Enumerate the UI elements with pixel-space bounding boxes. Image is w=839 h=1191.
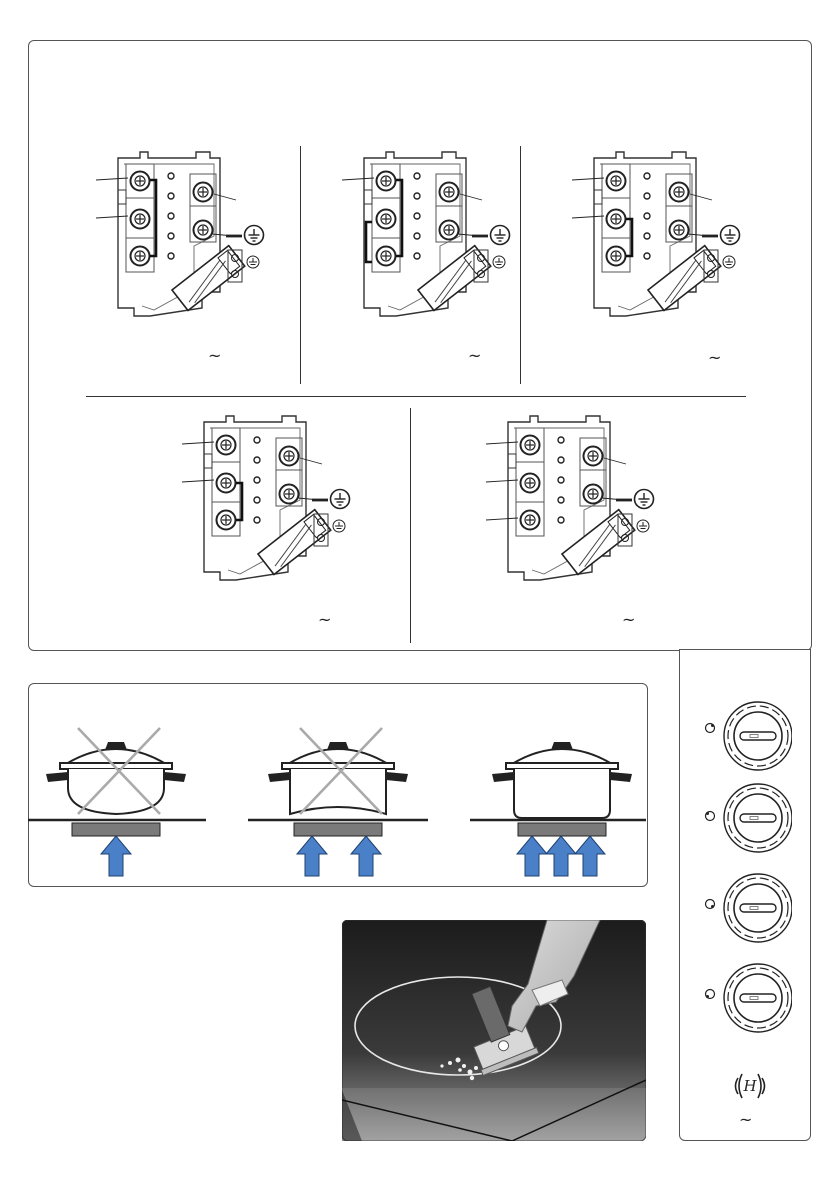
bridge-link	[396, 180, 402, 256]
wiring-panel	[28, 40, 812, 651]
knob-front-left[interactable]	[696, 778, 792, 858]
leader-line	[96, 216, 128, 218]
wiring-diagram-3	[572, 146, 762, 336]
supply-symbol-4: ~	[318, 612, 331, 628]
wiring-diagram-1	[96, 146, 286, 336]
divider-vertical-3	[410, 408, 411, 643]
scraper-on-hob-illustration	[342, 920, 646, 1141]
divider-horizontal	[86, 396, 746, 397]
cookware-convex-base	[28, 728, 206, 876]
wiring-diagram-4	[182, 410, 372, 600]
knob-front-right[interactable]	[696, 868, 792, 948]
supply-symbol-5: ~	[622, 612, 635, 628]
knob-rear-right[interactable]	[696, 958, 792, 1038]
wiring-diagram-2	[342, 146, 532, 336]
knob-rear-left[interactable]	[696, 696, 792, 776]
wiring-diagram-5	[486, 410, 676, 600]
cookware-diagrams	[28, 720, 646, 880]
bridge-link	[150, 180, 156, 256]
supply-symbol-1: ~	[208, 348, 221, 364]
residual-heat-label: H	[742, 1076, 758, 1096]
control-supply-symbol: ~	[739, 1112, 752, 1128]
bridge-link-2	[366, 222, 372, 262]
divider-vertical-1	[300, 146, 301, 384]
cookware-concave-base	[248, 728, 428, 876]
supply-symbol-2: ~	[468, 348, 481, 364]
cookware-flat-base	[470, 742, 646, 876]
supply-symbol-3: ~	[708, 350, 721, 366]
